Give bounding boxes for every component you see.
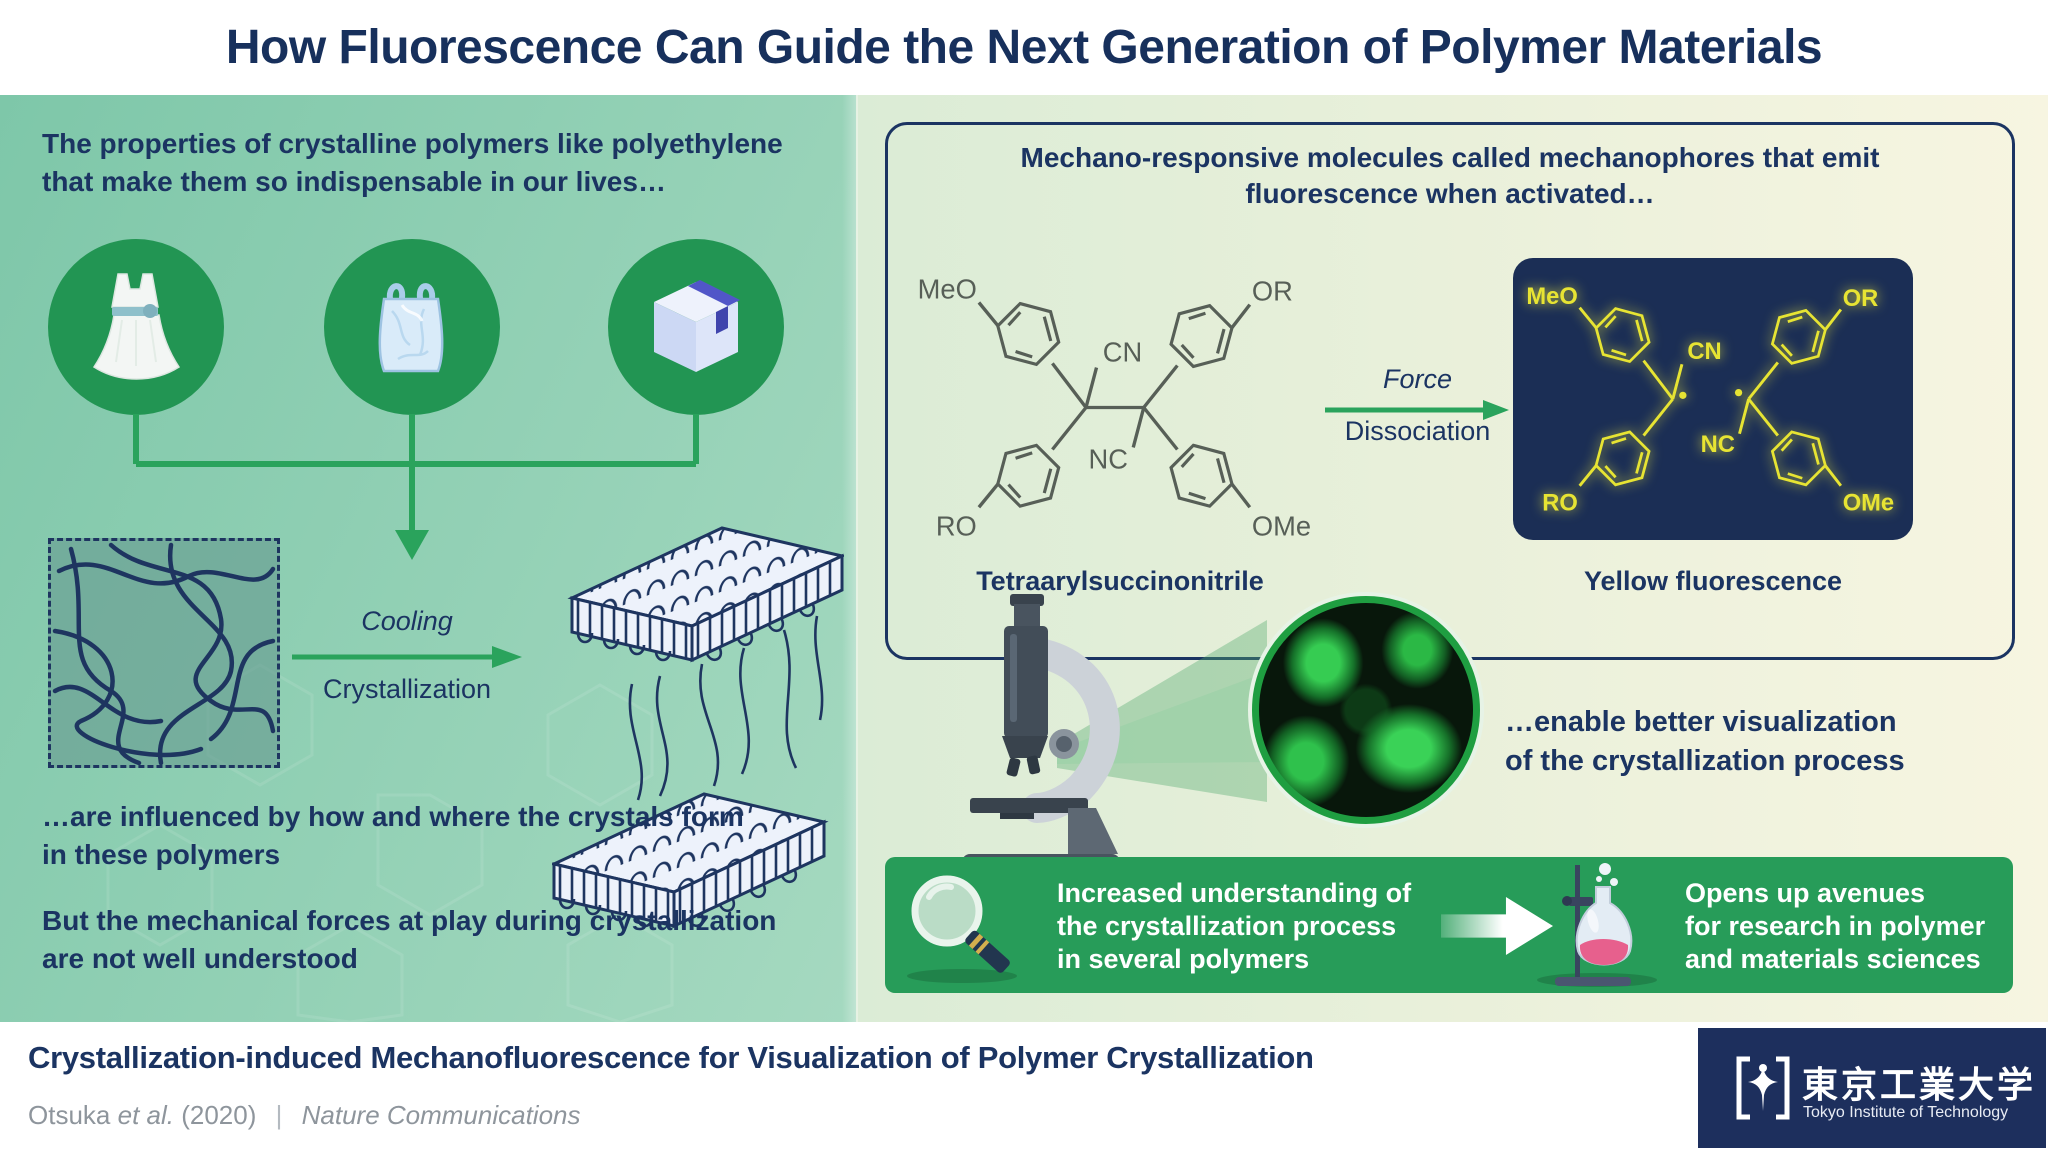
package-box-icon xyxy=(654,280,740,372)
citation-etal: et al. xyxy=(117,1100,174,1130)
cooling-label: Cooling xyxy=(361,606,453,636)
conclusion-banner: Increased understanding of the crystalli… xyxy=(885,857,2013,993)
page-title: How Fluorescence Can Guide the Next Gene… xyxy=(225,21,1823,74)
dissociation-label: Dissociation xyxy=(1344,416,1491,446)
mechanophore-heading: Mechano-responsive molecules called mech… xyxy=(905,140,1995,212)
crystallization-label: Crystallization xyxy=(322,674,492,704)
fluorescent-molecule-box: MeO CN RO OR NC OM xyxy=(1513,258,1913,540)
dress-circle xyxy=(48,239,224,415)
logo-japanese-text: 東京工業大学 xyxy=(1802,1064,2037,1105)
influence-line-1: …are influenced by how and where the cry… xyxy=(42,801,744,832)
intro-line-1: The properties of crystalline polymers l… xyxy=(42,128,783,159)
logo-english-text: Tokyo Institute of Technology xyxy=(1803,1104,2009,1121)
visualization-text: …enable better visualization of the crys… xyxy=(1505,703,1965,781)
ro-label-yellow: RO xyxy=(1542,490,1578,516)
tie-chains xyxy=(628,615,824,801)
banner-right-line-3: and materials sciences xyxy=(1685,944,1981,974)
arrow-down-head xyxy=(395,530,429,560)
tetraaryl-caption: Tetraarylsuccinonitrile xyxy=(976,566,1264,596)
banner-left-line-2: the crystallization process xyxy=(1057,911,1397,941)
tokyo-tech-emblem-icon xyxy=(1736,1056,1790,1120)
paper-title: Crystallization-induced Mechanofluoresce… xyxy=(28,1040,1314,1075)
connector-arrow xyxy=(133,414,699,560)
microscope-icon xyxy=(962,594,1120,886)
cooling-arrow xyxy=(292,646,522,668)
meo-label-yellow: MeO xyxy=(1526,284,1577,310)
banner-right-line-1: Opens up avenues xyxy=(1685,878,1926,908)
citation-year: (2020) xyxy=(181,1100,257,1130)
or-label-yellow: OR xyxy=(1843,286,1879,312)
magnifier-shadow xyxy=(907,969,1017,983)
magnifying-glass-icon xyxy=(911,875,1010,973)
banner-right-text: Opens up avenues for research in polymer… xyxy=(1685,877,1985,976)
panel-divider xyxy=(842,95,858,1022)
nc-label: NC xyxy=(1089,443,1128,474)
forces-line-2: are not well understood xyxy=(42,943,358,974)
dress-icon xyxy=(92,272,180,380)
citation-journal: Nature Communications xyxy=(301,1100,581,1130)
intro-line-2: that make them so indispensable in our l… xyxy=(42,166,666,197)
mech-heading-line-2: fluorescence when activated… xyxy=(1245,178,1655,209)
cn-label: CN xyxy=(1103,336,1142,367)
banner-left-text: Increased understanding of the crystalli… xyxy=(1057,877,1411,976)
bag-circle xyxy=(324,239,500,415)
banner-left-line-3: in several polymers xyxy=(1057,944,1310,974)
yellow-fluorescence-caption: Yellow fluorescence xyxy=(1583,566,1843,596)
influence-line-2: in these polymers xyxy=(42,839,281,870)
meo-label: MeO xyxy=(918,273,977,304)
radical-dot xyxy=(1734,388,1743,397)
viz-line-2: of the crystallization process xyxy=(1505,745,1905,777)
flask-stand-icon xyxy=(1555,863,1633,986)
ome-label: OMe xyxy=(1252,511,1311,542)
banner-left-line-1: Increased understanding of xyxy=(1057,878,1412,908)
influence-text: …are influenced by how and where the cry… xyxy=(42,798,744,874)
plastic-bag-icon xyxy=(378,283,444,373)
citation-separator: | xyxy=(275,1100,283,1130)
cn-label-yellow: CN xyxy=(1687,339,1721,365)
tokyo-tech-logo: 東京工業大学 Tokyo Institute of Technology xyxy=(1698,1028,2046,1148)
radical-pair-structure: MeO CN RO OR NC OM xyxy=(1526,284,1894,516)
viz-line-1: …enable better visualization xyxy=(1505,706,1897,738)
citation-authors: Otsuka xyxy=(28,1100,111,1130)
force-arrow xyxy=(1325,400,1509,420)
lamellar-crystals-icon xyxy=(552,526,844,930)
tetraarylsuccinonitrile-structure: MeO OR CN NC RO OMe xyxy=(918,273,1311,542)
intro-text: The properties of crystalline polymers l… xyxy=(42,125,783,201)
banner-right-line-2: for research in polymer xyxy=(1685,911,1986,941)
or-label: OR xyxy=(1252,275,1293,306)
radical-dot xyxy=(1679,391,1687,399)
fluorescence-micrograph xyxy=(1252,596,1480,824)
nc-label-yellow: NC xyxy=(1701,432,1735,458)
tangled-chains-icon xyxy=(52,542,276,766)
box-circle xyxy=(608,239,784,415)
citation: Otsuka et al. (2020) | Nature Communicat… xyxy=(28,1100,581,1131)
force-label: Force xyxy=(1382,364,1453,394)
ro-label: RO xyxy=(936,511,977,542)
amorphous-polymer-box xyxy=(48,538,280,768)
forces-line-1: But the mechanical forces at play during… xyxy=(42,905,777,936)
forces-text: But the mechanical forces at play during… xyxy=(42,902,776,978)
mech-heading-line-1: Mechano-responsive molecules called mech… xyxy=(1020,142,1880,173)
ome-label-yellow: OMe xyxy=(1843,490,1894,516)
banner-arrow-icon xyxy=(1441,897,1553,955)
